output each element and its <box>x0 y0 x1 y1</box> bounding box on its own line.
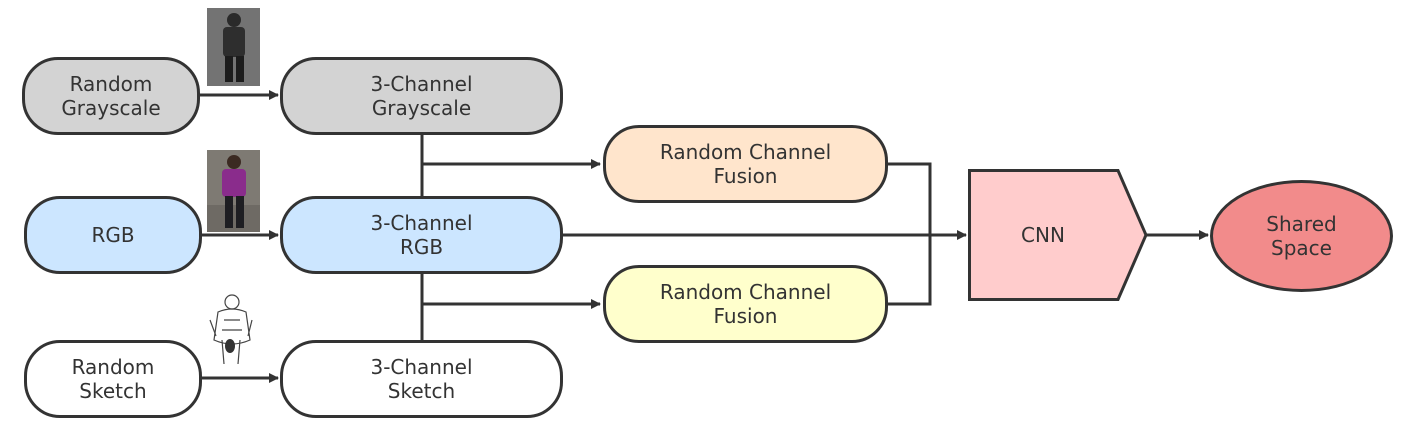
grayscale-3ch-node: 3-Channel Grayscale <box>280 57 563 135</box>
fusion-bottom-out <box>886 235 932 306</box>
random-grayscale-node: Random Grayscale <box>22 57 200 135</box>
sketch-3ch-node: 3-Channel Sketch <box>280 340 563 418</box>
shared-space-node: Shared Space <box>1210 180 1393 292</box>
fusion-top-out <box>886 162 932 235</box>
fusion-bottom-label: Random Channel Fusion <box>659 280 832 328</box>
random-grayscale-label: Random Grayscale <box>61 72 161 120</box>
grayscale-person-image <box>207 8 260 86</box>
sketch-3ch-label: 3-Channel Sketch <box>370 355 473 403</box>
shared-space-label: Shared Space <box>1266 212 1337 260</box>
fusion-top-label: Random Channel Fusion <box>659 140 832 188</box>
rgb-3ch-node: 3-Channel RGB <box>280 196 563 274</box>
rgb-node: RGB <box>24 196 202 274</box>
rgb-3ch-label: 3-Channel RGB <box>370 211 473 259</box>
cnn-label: CNN <box>1021 223 1065 247</box>
random-sketch-node: Random Sketch <box>24 340 202 418</box>
cnn-node: CNN <box>968 169 1148 301</box>
fusion-top-node: Random Channel Fusion <box>603 125 888 203</box>
fusion-bottom-node: Random Channel Fusion <box>603 265 888 343</box>
grayscale-3ch-label: 3-Channel Grayscale <box>370 72 473 120</box>
sketch-person-image <box>204 290 258 370</box>
random-sketch-label: Random Sketch <box>71 355 155 403</box>
rgb-label: RGB <box>91 223 135 247</box>
rgb-person-image <box>207 150 260 232</box>
